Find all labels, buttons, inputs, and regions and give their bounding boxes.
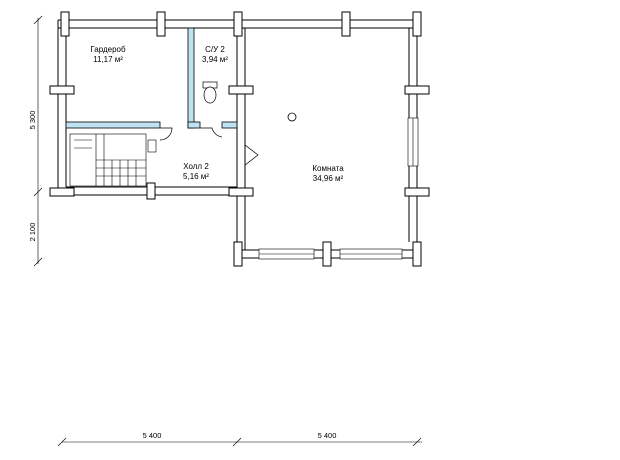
log-ends (49, 11, 430, 267)
room-area-bathroom: 3,94 м² (202, 55, 228, 64)
stair-handrail (147, 139, 157, 153)
room-area-hall: 5,16 м² (183, 172, 209, 181)
partitions (65, 27, 238, 129)
dim-bottom-right: 5 400 (318, 431, 337, 440)
room-labels: Гардероб 11,17 м² С/У 2 3,94 м² Холл 2 5… (90, 45, 344, 183)
room-area-wardrobe: 11,17 м² (93, 55, 123, 64)
dimension-bottom (57, 437, 422, 447)
dim-bottom-left: 5 400 (143, 431, 162, 440)
room-name-wardrobe: Гардероб (90, 45, 126, 54)
room-area-living: 34,96 м² (313, 174, 344, 183)
ceiling-light-icon (287, 112, 297, 122)
doors (159, 127, 259, 166)
windows (258, 117, 419, 260)
room-name-bathroom: С/У 2 (205, 45, 225, 54)
room-name-hall: Холл 2 (183, 162, 209, 171)
staircase (69, 133, 147, 187)
toilet-icon (202, 81, 218, 104)
dim-left-upper: 5 300 (28, 111, 37, 130)
dimension-left (33, 15, 43, 267)
dim-left-lower: 2 100 (28, 223, 37, 242)
room-name-living: Комната (312, 164, 344, 173)
